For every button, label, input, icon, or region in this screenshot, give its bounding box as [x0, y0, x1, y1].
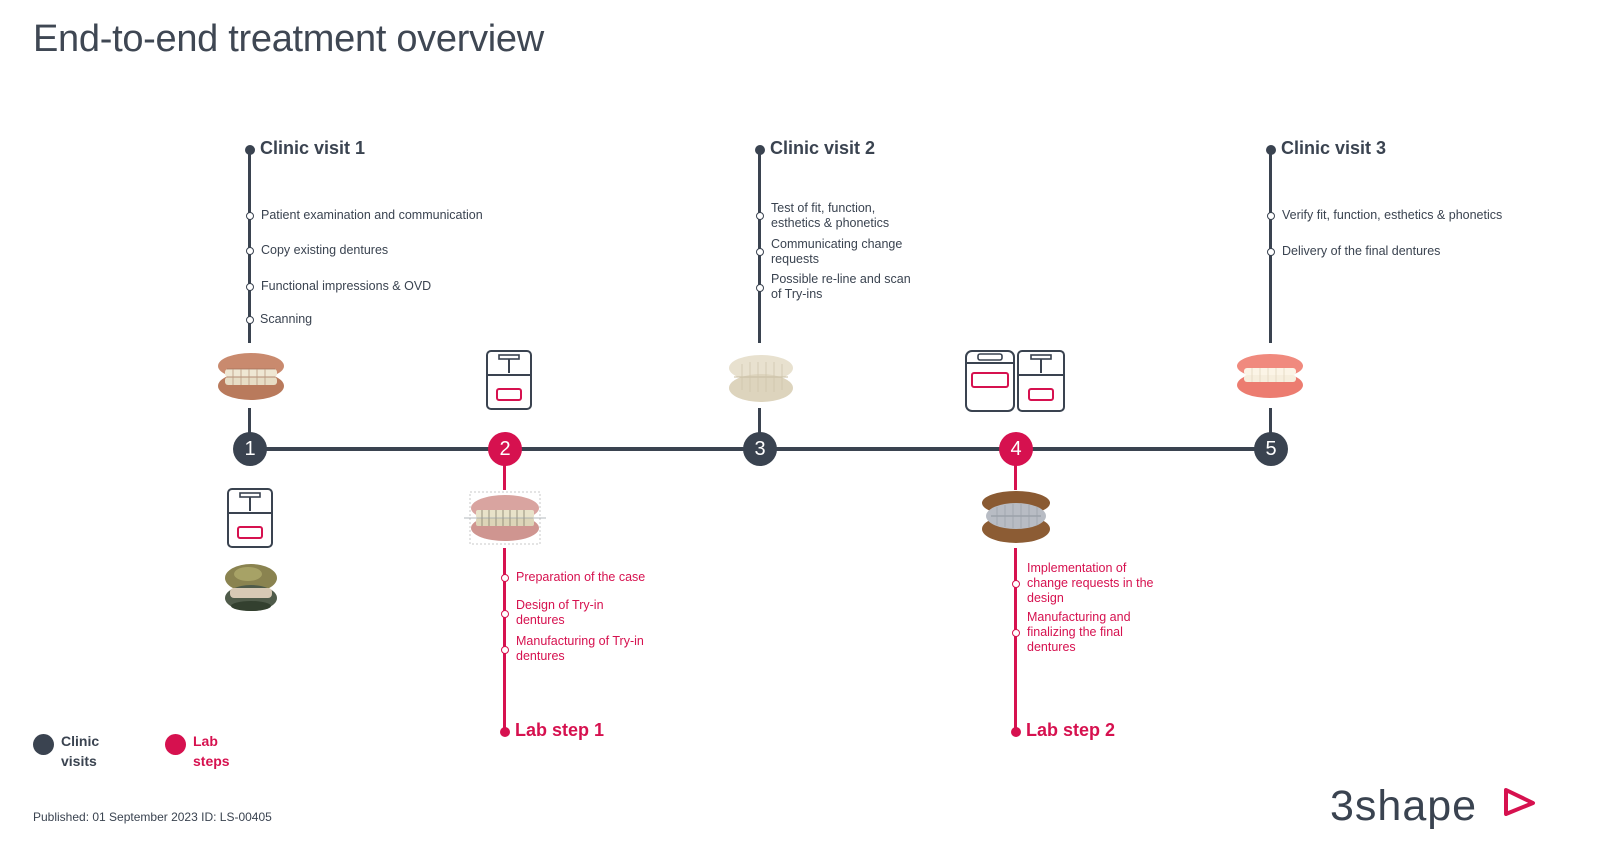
clinic-visit-3-step: Verify fit, function, esthetics & phonet… — [1282, 208, 1503, 222]
lab-step-1-step: Preparation of the case — [516, 570, 646, 584]
step-marker — [756, 212, 764, 220]
step-marker — [501, 610, 509, 618]
connector — [248, 408, 251, 448]
clinic-visit-2-header: Clinic visit 2 — [770, 138, 876, 158]
clinic-visit-1-step: Patient examination and communication — [261, 208, 483, 222]
digital-denture-design-icon — [464, 491, 546, 545]
clinic-visit-1-step: Copy existing dentures — [261, 243, 389, 257]
step-marker — [246, 283, 254, 291]
logo-wordmark: 3shape — [1330, 782, 1478, 830]
legend-lab-dot — [165, 734, 186, 755]
denture-photo-icon — [218, 353, 284, 400]
timeline-node-1: 1 — [233, 432, 267, 466]
clinic-visit-1-endpoint — [245, 145, 255, 155]
legend-clinic-dot — [33, 734, 54, 755]
lab-step-1-rail — [503, 548, 506, 732]
digital-denture-scan-icon — [982, 491, 1050, 543]
lab-step-2-rail — [1014, 548, 1017, 732]
clinic-visit-2-step: Possible re-line and scan of Try-ins — [771, 272, 911, 301]
lab-step-2-endpoint — [1011, 727, 1021, 737]
timeline-node-3: 3 — [743, 432, 777, 466]
clinic-visit-2-endpoint — [755, 145, 765, 155]
connector — [1269, 408, 1272, 448]
milling-machine-icon — [965, 350, 1065, 412]
clinic-visit-2-rail — [758, 150, 761, 343]
3d-printer-icon — [486, 350, 532, 410]
lab-step-1-endpoint — [500, 727, 510, 737]
clinic-visit-2-step: Test of fit, function, esthetics & phone… — [771, 201, 890, 230]
lab-step-1-connector-top — [503, 450, 506, 490]
step-marker — [1012, 580, 1020, 588]
step-marker — [756, 284, 764, 292]
impression-tray-icon — [225, 564, 277, 611]
clinic-visit-1-header: Clinic visit 1 — [260, 138, 366, 158]
timeline-node-5: 5 — [1254, 432, 1288, 466]
3d-printer-icon — [227, 488, 273, 548]
try-in-denture-photo-icon — [729, 355, 793, 402]
lab-step-1-header: Lab step 1 — [515, 720, 605, 740]
brand-logo: 3shape — [1330, 782, 1540, 832]
clinic-visit-1-step: Functional impressions & OVD — [261, 279, 432, 293]
final-denture-photo-icon — [1237, 354, 1303, 398]
lab-step-1-step: Manufacturing of Try-in dentures — [516, 634, 644, 663]
clinic-visit-1-step: Scanning — [260, 312, 313, 326]
step-marker — [501, 646, 509, 654]
clinic-visit-1-rail — [248, 150, 251, 343]
timeline-node-4: 4 — [999, 432, 1033, 466]
clinic-visit-3-endpoint — [1266, 145, 1276, 155]
clinic-visit-3-header: Clinic visit 3 — [1281, 138, 1387, 158]
step-marker — [246, 212, 254, 220]
lab-step-2-connector-top — [1014, 450, 1017, 490]
lab-step-1-step: Design of Try-in dentures — [516, 598, 604, 627]
legend-clinic-label: Clinic visits — [61, 733, 100, 769]
clinic-visit-3-step: Delivery of the final dentures — [1282, 244, 1441, 258]
publication-info: Published: 01 September 2023 ID: LS-0040… — [33, 810, 272, 824]
step-marker — [1267, 212, 1275, 220]
logo-triangle-icon — [1504, 788, 1535, 816]
clinic-visit-3-rail — [1269, 150, 1272, 343]
page-title: End-to-end treatment overview — [33, 18, 544, 60]
timeline-node-2: 2 — [488, 432, 522, 466]
lab-step-2-step: Manufacturing and finalizing the final d… — [1027, 610, 1131, 654]
connector — [758, 408, 761, 448]
step-marker — [1267, 248, 1275, 256]
lab-step-2-step: Implementation of change requests in the… — [1027, 561, 1154, 605]
step-marker — [756, 248, 764, 256]
step-marker — [246, 247, 254, 255]
lab-step-2-header: Lab step 2 — [1026, 720, 1116, 740]
step-marker — [501, 574, 509, 582]
step-marker — [1012, 629, 1020, 637]
step-marker — [246, 316, 254, 324]
legend-lab-label: Lab steps — [193, 733, 230, 769]
clinic-visit-2-step: Communicating change requests — [771, 237, 903, 266]
